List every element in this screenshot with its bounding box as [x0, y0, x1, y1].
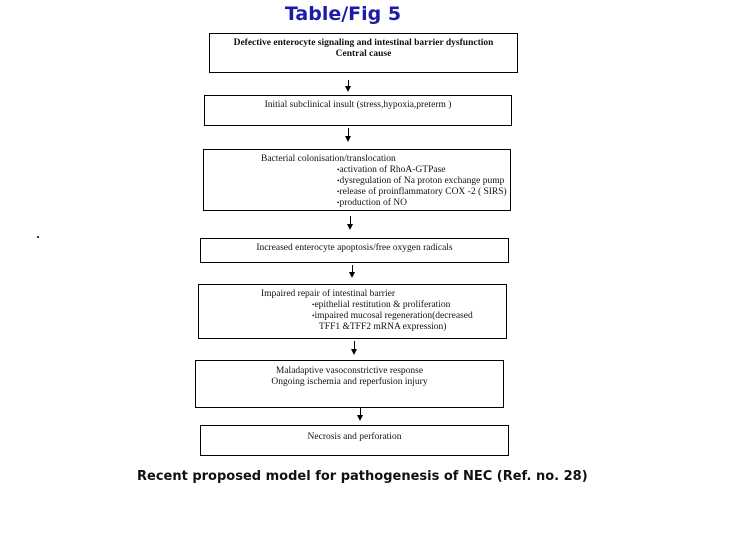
figure-title: Table/Fig 5: [284, 3, 402, 25]
arrow-down-icon: [349, 265, 355, 278]
box-line: Ongoing ischemia and reperfusion injury: [271, 377, 428, 387]
bullet-item: epithelial restitution & proliferation: [312, 300, 506, 311]
arrow-down-icon: [357, 408, 363, 421]
box-vasoconstrictive-response: Maladaptive vasoconstrictive response On…: [195, 360, 504, 408]
box-bacterial-colonisation: Bacterial colonisation/translocation act…: [203, 149, 511, 211]
box-impaired-repair: Impaired repair of intestinal barrier ep…: [198, 284, 507, 339]
box-heading: Impaired repair of intestinal barrier: [261, 289, 395, 299]
box-line: Increased enterocyte apoptosis/free oxyg…: [256, 243, 453, 253]
arrow-down-icon: [351, 341, 357, 355]
bullet-continuation: TFF1 &TFF2 mRNA expression): [319, 322, 447, 332]
bullet-item: impaired mucosal regeneration(decreased: [312, 311, 506, 322]
box-line: Central cause: [335, 49, 392, 59]
arrow-down-icon: [347, 216, 353, 230]
box-apoptosis: Increased enterocyte apoptosis/free oxyg…: [200, 238, 509, 263]
stray-dot: [37, 236, 39, 238]
figure-caption: Recent proposed model for pathogenesis o…: [137, 469, 588, 484]
bullet-item: dysregulation of Na proton exchange pump: [337, 176, 510, 187]
bullet-item: production of NO: [337, 198, 510, 209]
box-line: Defective enterocyte signaling and intes…: [233, 38, 494, 48]
bullet-item: release of proinflammatory COX -2 ( SIRS…: [337, 187, 510, 198]
arrow-down-icon: [345, 80, 351, 92]
box-necrosis: Necrosis and perforation: [200, 425, 509, 456]
arrow-down-icon: [345, 128, 351, 142]
box-central-cause: Defective enterocyte signaling and intes…: [209, 33, 518, 73]
bullet-item: activation of RhoA-GTPase: [337, 165, 510, 176]
box-line: Maladaptive vasoconstrictive response: [275, 366, 424, 376]
box-initial-insult: Initial subclinical insult (stress,hypox…: [204, 95, 512, 126]
box-line: Necrosis and perforation: [307, 432, 402, 442]
box-heading: Bacterial colonisation/translocation: [261, 154, 396, 164]
box-line: Initial subclinical insult (stress,hypox…: [264, 100, 452, 110]
